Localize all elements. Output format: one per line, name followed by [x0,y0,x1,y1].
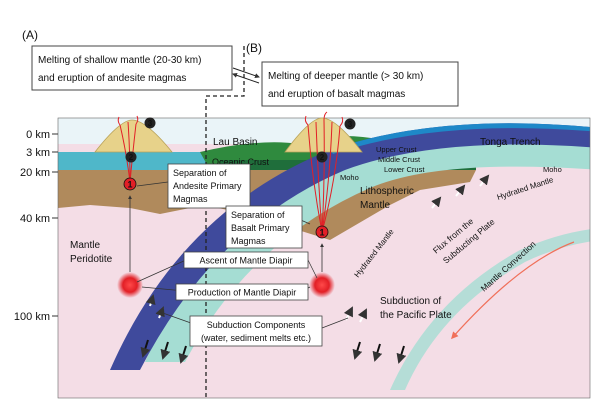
lower-crust-label: Lower Crust [384,165,425,174]
transition-arrow-left [232,72,260,84]
depth-tick-3: 3 km [26,147,50,159]
panel-b-caption-box [261,61,459,107]
andesite-callout-box [167,163,251,209]
depth-axis: 0 km 3 km 20 km 40 km 100 km [14,129,58,323]
tonga-trench-label: Tonga Trench [480,137,541,148]
middle-crust-label: Middle Crust [378,155,421,164]
subduction-label-1: Subduction of [380,296,441,307]
lau-basin-label: Lau Basin [213,137,257,148]
panel-divider [205,46,245,398]
panel-b-label: (B) [246,41,262,55]
mantle-diapir-right [309,272,335,298]
marker-2-right [316,151,328,163]
components-callout-box [189,315,323,347]
andesite-callout-line1: Separation of [173,168,227,178]
production-callout-label: Production of Mantle Diapir [188,288,297,298]
panel-b-caption-line1: Melting of deeper mantle (> 30 km) [268,71,423,82]
lithospheric-mantle-label-1: Lithospheric [360,186,414,197]
andesite-callout-line2: Andesite Primary [173,181,242,191]
transition-arrow-right [232,67,260,79]
basalt-callout-line3: Magmas [231,236,266,246]
ascent-callout-box [183,251,309,269]
mantle-diapir-left [117,272,143,298]
marker-1-left [123,177,137,191]
depth-tick-0: 0 km [26,129,50,141]
depth-tick-20: 20 km [20,167,50,179]
marker-1-left-label: 1 [127,180,132,190]
basalt-callout-box [225,205,303,249]
marker-2-left-label: 2 [129,153,134,162]
oceanic-plate-top [330,123,590,154]
marker-2-right-label: 2 [320,153,325,162]
marker-3-left [144,117,156,129]
andesite-callout-line3: Magmas [173,194,208,204]
panel-a-label: (A) [22,28,38,42]
panel-a-caption-line2: and eruption of andesite magmas [38,73,186,84]
marker-3-right [344,118,356,130]
lithospheric-mantle-label-2: Mantle [360,200,390,211]
upper-crust-label: Upper Crust [376,145,417,154]
basalt-callout-line2: Basalt Primary [231,223,290,233]
components-callout-line2: (water, sediment melts etc.) [201,333,311,343]
oceanic-crust-label: Oceanic Crust [212,157,270,167]
magma-conduits-left [117,115,139,183]
moho-label-right: Moho [543,165,562,174]
panel-b-caption-line2: and eruption of basalt magmas [268,89,405,100]
fluid-release-arrows [145,174,490,323]
subduction-label-2: the Pacific Plate [380,310,452,321]
ascent-callout-label: Ascent of Mantle Diapir [199,256,292,266]
subduction-arrows [140,339,407,364]
depth-tick-40: 40 km [20,213,50,225]
volcano-right [284,117,363,153]
production-callout-box [175,283,309,301]
components-callout-line1: Subduction Components [207,320,306,330]
panel-a-caption-line1: Melting of shallow mantle (20-30 km) [38,55,201,66]
basalt-callout-line1: Separation of [231,210,285,220]
mantle-peridotite-label-2: Peridotite [70,254,113,265]
marker-1-right-label: 1 [319,228,324,238]
moho-label-left: Moho [340,173,359,182]
mantle-peridotite-label-1: Mantle [70,240,100,251]
marker-1-right [315,225,329,239]
marker-3-left-label: 3 [148,119,153,128]
panel-a-caption-box [31,45,233,91]
depth-tick-100: 100 km [14,311,50,323]
magma-conduits-right [304,111,344,233]
hydrated-mantle-lower [390,229,590,390]
marker-2-left [125,151,137,163]
volcano-left [94,119,173,153]
marker-3-right-label: 3 [348,120,353,129]
mantle-convection-arrow [451,241,575,340]
